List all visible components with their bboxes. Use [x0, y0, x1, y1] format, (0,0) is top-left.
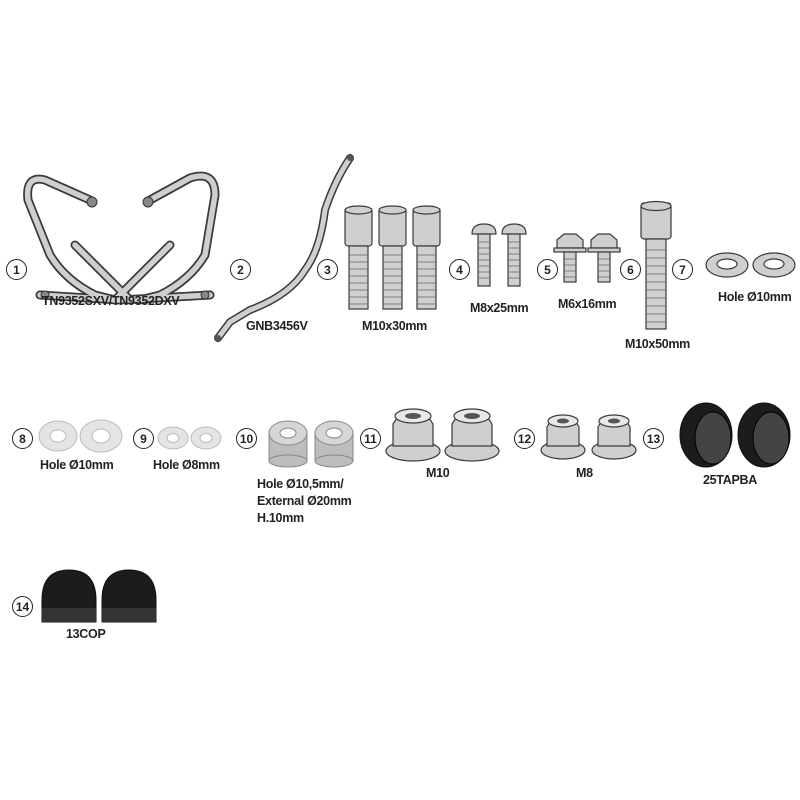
part-label-14: 13COP [66, 627, 106, 641]
nut-covers-drawing [41, 569, 157, 623]
part-number-13: 13 [643, 428, 664, 449]
flat-washers-8-drawing [157, 426, 222, 450]
part-number-9: 9 [133, 428, 154, 449]
part-label-8: Hole Ø10mm [40, 458, 114, 472]
m8-nuts-drawing [540, 414, 637, 460]
part-label-3: M10x30mm [362, 319, 428, 333]
part-number-2: 2 [230, 259, 251, 280]
part-number-3: 3 [317, 259, 338, 280]
part-label-7: Hole Ø10mm [718, 290, 792, 304]
part-label-4: M8x25mm [470, 301, 529, 315]
long-allen-bolt-drawing [640, 200, 672, 330]
engine-guard-bars-drawing [23, 171, 220, 305]
part-label-6: M10x50mm [625, 337, 691, 351]
part-number-1: 1 [6, 259, 27, 280]
part-label-13: 25TAPBA [703, 473, 757, 487]
part-number-4: 4 [449, 259, 470, 280]
part-label-10-line-2: External Ø20mm [257, 494, 352, 508]
allen-bolts-drawing [344, 205, 441, 310]
part-label-2: GNB3456V [246, 319, 308, 333]
part-label-1: TN9352SXV/TN9352DXV [42, 294, 180, 308]
part-number-5: 5 [537, 259, 558, 280]
button-head-bolts-drawing [471, 223, 527, 287]
bracket-rod-drawing [214, 154, 354, 342]
spring-washers-drawing [705, 252, 796, 278]
part-number-10: 10 [236, 428, 257, 449]
part-label-10-line-1: Hole Ø10,5mm/ [257, 477, 344, 491]
part-label-10-line-3: H.10mm [257, 511, 304, 525]
part-label-10: Hole Ø10,5mm/ External Ø20mm H.10mm [257, 476, 377, 527]
part-number-12: 12 [514, 428, 535, 449]
part-label-9: Hole Ø8mm [153, 458, 220, 472]
part-number-8: 8 [12, 428, 33, 449]
part-label-11: M10 [426, 466, 450, 480]
m10-nuts-drawing [385, 408, 500, 462]
part-number-7: 7 [672, 259, 693, 280]
part-number-6: 6 [620, 259, 641, 280]
part-number-11: 11 [360, 428, 381, 449]
part-label-5: M6x16mm [558, 297, 617, 311]
flat-washers-10-drawing [38, 419, 123, 453]
end-caps-drawing [679, 402, 791, 468]
flange-hex-bolts-drawing [553, 233, 621, 283]
part-number-14: 14 [12, 596, 33, 617]
part-label-12: M8 [576, 466, 593, 480]
spacers-drawing [268, 420, 354, 468]
